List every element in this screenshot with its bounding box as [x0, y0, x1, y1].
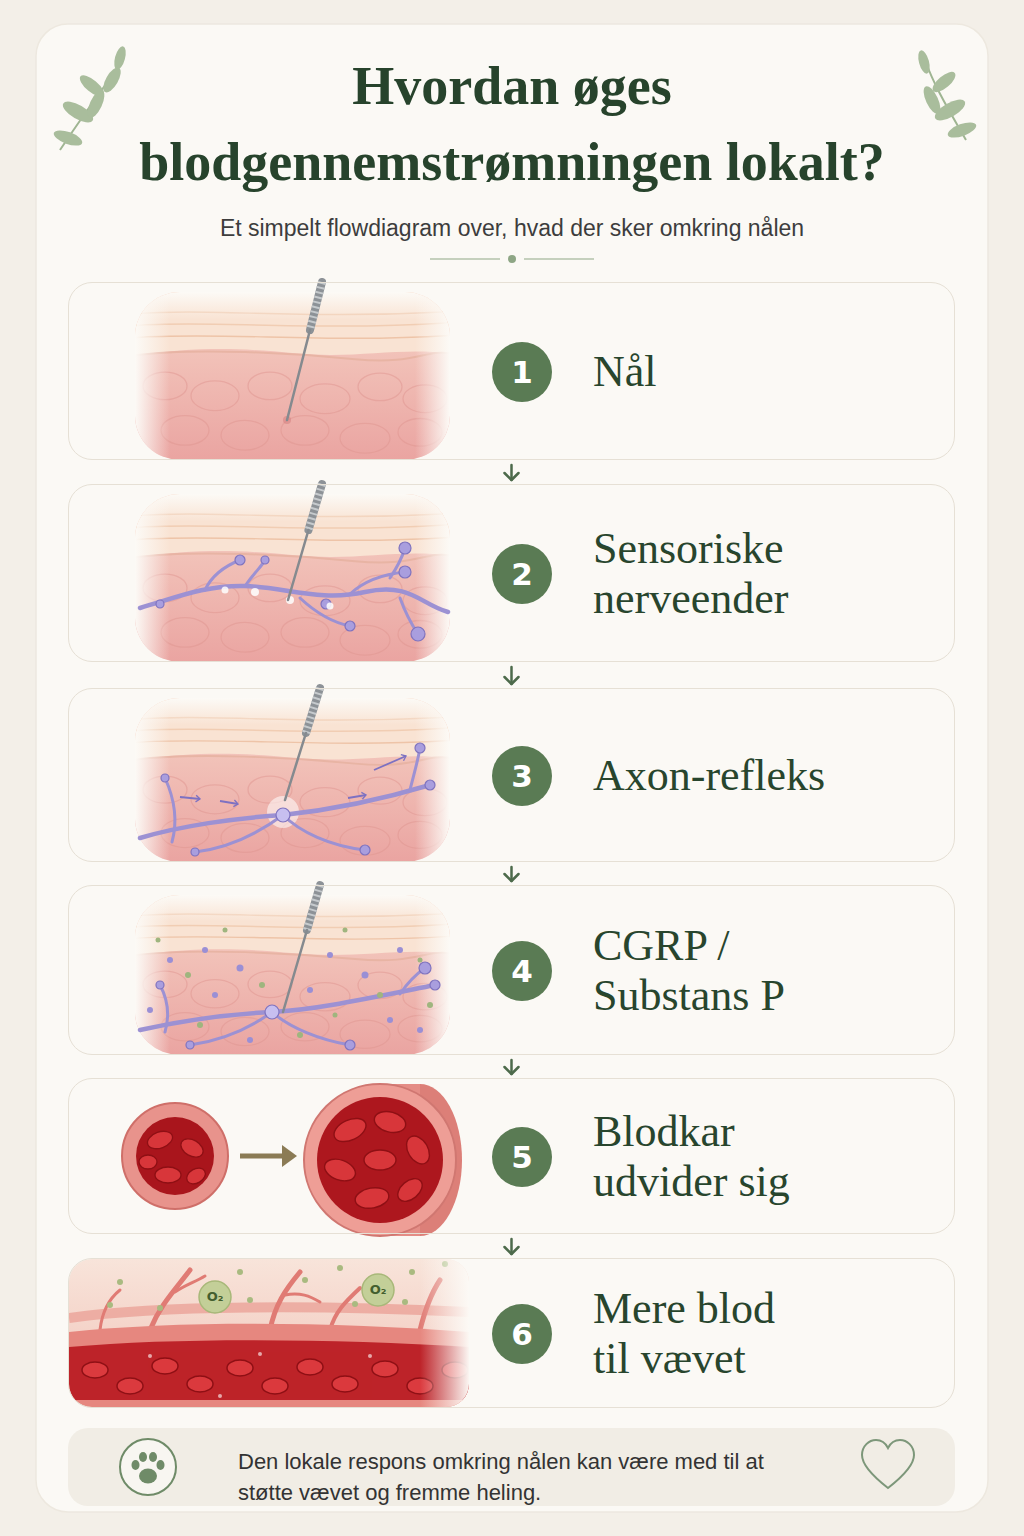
step-box: 6 Mere blod til vævet [68, 1258, 955, 1408]
leaf-sprig [52, 45, 128, 150]
flow-arrow [510, 667, 513, 684]
step-box: 4 CGRP / Substans P [68, 885, 955, 1055]
title: Hvordan øges blodgennemstrømningen lokal… [82, 48, 942, 200]
vessel-dilation-illustration [122, 1084, 462, 1236]
step-number: 5 [492, 1127, 552, 1187]
step-label: CGRP / Substans P [593, 921, 873, 1021]
leaf-sprig [916, 49, 978, 141]
paw-icon [120, 1439, 176, 1495]
neuropeptide-illustration [135, 885, 450, 1055]
step-number: 2 [492, 544, 552, 604]
step-number: 3 [492, 746, 552, 806]
flow-arrow [510, 867, 513, 881]
step-box: 2 Sensoriske nerveender [68, 484, 955, 662]
flow-arrow [510, 1239, 513, 1254]
step-box: 3 Axon-refleks [68, 688, 955, 862]
step-label: Axon-refleks [593, 751, 923, 801]
step-box: 5 Blodkar udvider sig [68, 1078, 955, 1234]
molecule-label: O₂ [358, 1280, 398, 1300]
step-label: Nål [593, 347, 923, 397]
step-number: 4 [492, 941, 552, 1001]
molecule-label: O₂ [195, 1287, 235, 1307]
note-box: Den lokale respons omkring nålen kan vær… [68, 1428, 955, 1527]
panel [36, 24, 988, 1512]
step-number: 6 [492, 1304, 552, 1364]
axon-reflex-illustration [135, 688, 450, 862]
note-text: Den lokale respons omkring nålen kan vær… [238, 1446, 808, 1508]
nerve-endings-illustration [135, 484, 450, 662]
step-label: Sensoriske nerveender [593, 524, 923, 624]
flow-arrow [510, 1060, 513, 1074]
divider [430, 255, 594, 263]
step-box: 1 Nål [68, 282, 955, 460]
flow-arrow [510, 465, 513, 480]
skin-needle-illustration [135, 282, 450, 460]
step-number: 1 [492, 342, 552, 402]
heart-icon [862, 1440, 914, 1488]
step-label: Blodkar udvider sig [593, 1107, 833, 1207]
step-label: Mere blod til vævet [593, 1284, 808, 1384]
subtitle: Et simpelt flowdiagram over, hvad der sk… [0, 214, 1024, 242]
blood-flow-illustration [69, 1259, 469, 1407]
